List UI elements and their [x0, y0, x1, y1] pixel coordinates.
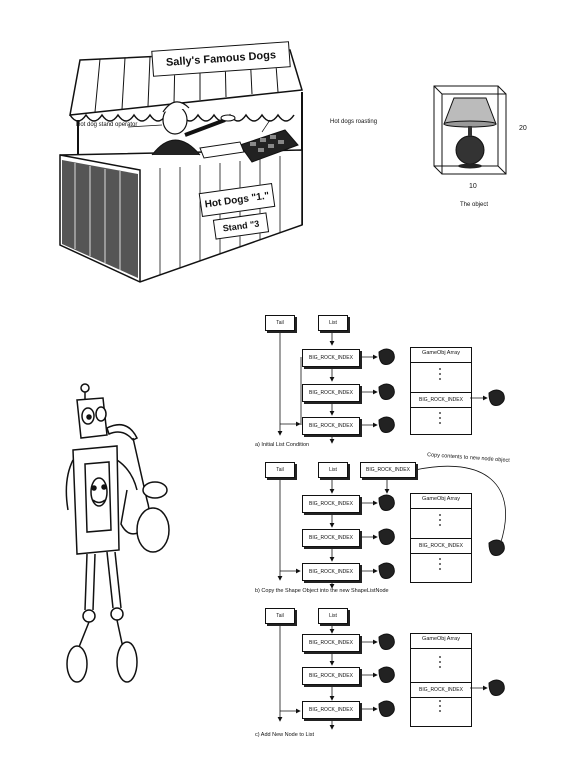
array-item-b-label: BIG_ROCK_INDEX	[419, 543, 463, 549]
array-item-c: BIG_ROCK_INDEX	[411, 682, 471, 698]
list-box-c: List	[318, 608, 348, 624]
node-a2: BIG_ROCK_INDEX	[302, 384, 360, 402]
object-height: 20	[519, 125, 527, 132]
array-item-a: BIG_ROCK_INDEX	[411, 392, 471, 408]
node-b3: BIG_ROCK_INDEX	[302, 563, 360, 581]
node-a3: BIG_ROCK_INDEX	[302, 417, 360, 435]
tail-box-a: Tail	[265, 315, 295, 331]
node-b2: BIG_ROCK_INDEX	[302, 529, 360, 547]
board-line1: Hot Dogs "1."	[204, 190, 270, 210]
tail-box-c: Tail	[265, 608, 295, 624]
node-b1: BIG_ROCK_INDEX	[302, 495, 360, 513]
array-header-b: GameObj Array	[422, 496, 460, 502]
caption-c: c) Add New Node to List	[255, 732, 315, 738]
tail-box-b: Tail	[265, 462, 295, 478]
node-c0: BIG_ROCK_INDEX	[302, 634, 360, 652]
array-a: GameObj Array BIG_ROCK_INDEX	[410, 347, 472, 435]
list-box-b: List	[318, 462, 348, 478]
array-divider-b	[411, 508, 471, 509]
hot-dog-stand-illustration	[40, 20, 340, 290]
array-item-b: BIG_ROCK_INDEX	[411, 538, 471, 554]
array-item-a-label: BIG_ROCK_INDEX	[419, 397, 463, 403]
list-box-a: List	[318, 315, 348, 331]
array-b: GameObj Array BIG_ROCK_INDEX	[410, 493, 472, 583]
object-width: 10	[469, 183, 477, 190]
array-divider-a	[411, 362, 471, 363]
object-caption: The object	[460, 202, 489, 208]
stand-sign-text: Sally's Famous Dogs	[165, 49, 277, 69]
object-figure	[428, 80, 528, 200]
label-roasting: Hot dogs roasting	[330, 119, 378, 125]
array-divider-c	[411, 648, 471, 649]
linked-list-diagram: Tail List BIG_ROCK_INDEX BIG_ROCK_INDEX …	[255, 305, 555, 760]
new-node-b: BIG_ROCK_INDEX	[360, 462, 416, 478]
node-c2: BIG_ROCK_INDEX	[302, 701, 360, 719]
robot-saxophone-illustration	[55, 380, 185, 690]
board-line2: Stand "3	[222, 218, 260, 234]
node-c1: BIG_ROCK_INDEX	[302, 667, 360, 685]
array-header-a: GameObj Array	[422, 350, 460, 356]
caption-a: a) Initial List Condition	[255, 442, 310, 448]
caption-b: b) Copy the Shape Object into the new Sh…	[255, 588, 389, 594]
label-operator: Hot dog stand operator	[76, 122, 138, 128]
array-item-c-label: BIG_ROCK_INDEX	[419, 687, 463, 693]
array-header-c: GameObj Array	[422, 636, 460, 642]
array-c: GameObj Array BIG_ROCK_INDEX	[410, 633, 472, 727]
node-a1: BIG_ROCK_INDEX	[302, 349, 360, 367]
